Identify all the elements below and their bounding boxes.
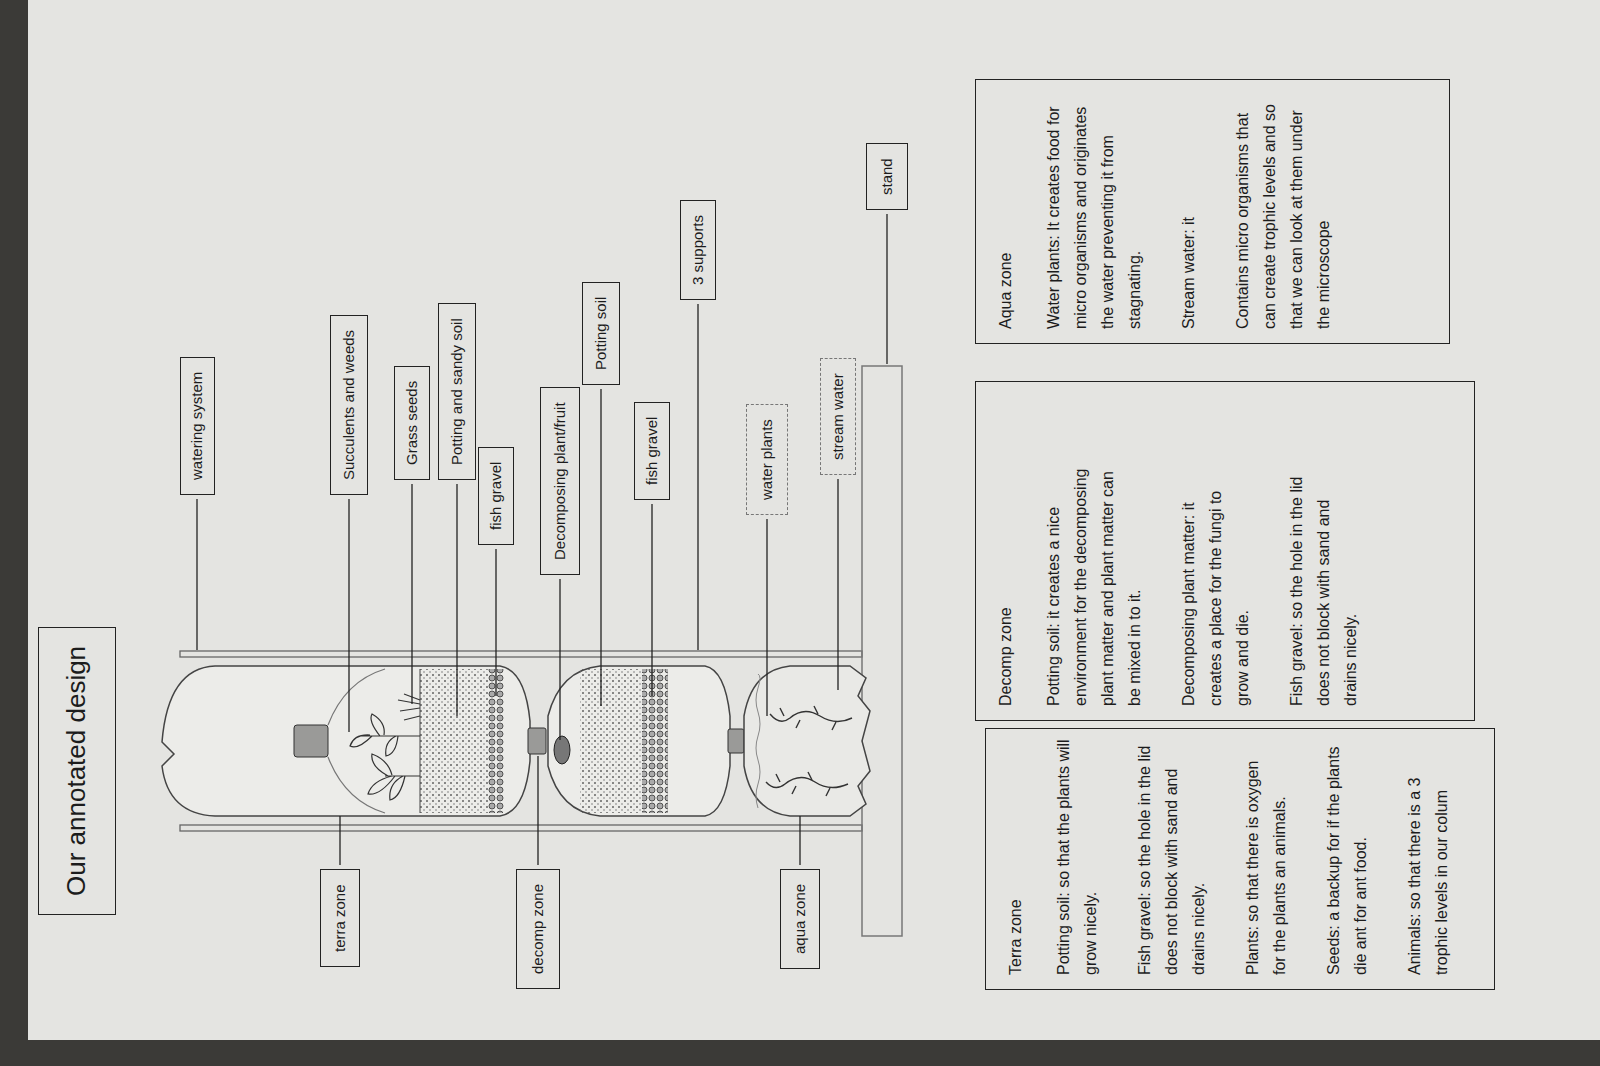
bottle-shoulder bbox=[328, 669, 385, 813]
support-rod bbox=[180, 825, 862, 831]
bottle-cap bbox=[294, 725, 328, 757]
panel-heading: Terra zone bbox=[1002, 739, 1029, 975]
leader-line bbox=[799, 816, 800, 865]
terra-bottle bbox=[162, 666, 530, 816]
zone-panel: Aqua zone Water plants: It creates food f… bbox=[975, 79, 1450, 344]
water-plants bbox=[766, 706, 852, 796]
part-label: decomp zone bbox=[516, 869, 560, 989]
part-label: stand bbox=[866, 143, 908, 210]
label-text: Potting and sandy soil bbox=[439, 318, 474, 465]
panel-paragraph: Stream water: it bbox=[1175, 90, 1202, 329]
part-label: aqua zone bbox=[780, 869, 820, 969]
leader-line bbox=[651, 504, 652, 696]
panel-paragraph: Potting soil: it creates a nice environm… bbox=[1040, 452, 1148, 706]
leader-line bbox=[600, 389, 601, 706]
panel-paragraph: Fish gravel: so the hole in the lid does… bbox=[1131, 739, 1212, 975]
fish-gravel bbox=[642, 669, 668, 813]
bottle-cap bbox=[528, 728, 546, 754]
leader-line bbox=[537, 756, 538, 865]
leader-line bbox=[495, 549, 496, 696]
part-label: Succulents and weeds bbox=[330, 315, 368, 495]
label-text: watering system bbox=[181, 372, 213, 480]
leader-line bbox=[196, 499, 197, 650]
part-label: water plants bbox=[746, 404, 788, 515]
label-text: terra zone bbox=[321, 884, 358, 952]
label-text: decomp zone bbox=[517, 884, 558, 974]
succulent bbox=[368, 754, 420, 800]
zone-panel: Terra zone Potting soil: so that the plan… bbox=[985, 728, 1495, 990]
panel-paragraph: Water plants: It creates food for micro … bbox=[1040, 90, 1148, 329]
grass-seeds bbox=[398, 694, 420, 720]
label-text: fish gravel bbox=[479, 462, 512, 530]
bottle-cap bbox=[728, 729, 744, 753]
leader-line bbox=[348, 499, 349, 732]
label-text: Succulents and weeds bbox=[331, 330, 366, 480]
decomp-bottle bbox=[548, 666, 730, 816]
part-label: watering system bbox=[180, 357, 215, 495]
zone-panel: Decomp zone Potting soil: it creates a ni… bbox=[975, 381, 1475, 721]
label-text: Potting soil bbox=[583, 297, 618, 370]
label-text: Grass seeds bbox=[395, 381, 428, 465]
part-label: Grass seeds bbox=[394, 366, 430, 480]
decomposing-fruit bbox=[554, 736, 570, 764]
leader-line bbox=[339, 816, 340, 865]
part-label: Potting and sandy soil bbox=[438, 303, 476, 480]
support-rod bbox=[180, 651, 862, 657]
aqua-bottle bbox=[744, 666, 870, 816]
panel-paragraph: Fish gravel: so the hole in the lid does… bbox=[1283, 452, 1364, 706]
title-box: Our annotated design bbox=[38, 627, 116, 915]
leader-line bbox=[766, 519, 767, 716]
label-text: aqua zone bbox=[781, 884, 818, 954]
stand-base bbox=[862, 366, 902, 936]
leader-line bbox=[697, 304, 698, 650]
succulents bbox=[350, 694, 420, 800]
part-label: Potting soil bbox=[582, 282, 620, 385]
leader-lines bbox=[197, 214, 887, 865]
part-label: Decomposing plant/fruit bbox=[540, 387, 580, 575]
soil-surface bbox=[420, 669, 421, 813]
water-plant bbox=[780, 706, 836, 730]
potting-soil bbox=[580, 669, 642, 813]
part-label: fish gravel bbox=[478, 447, 514, 545]
leader-line bbox=[411, 484, 412, 704]
part-label: terra zone bbox=[320, 869, 360, 967]
panel-paragraph: Animals: so that there is a 3 trophic le… bbox=[1401, 739, 1455, 975]
label-text: 3 supports bbox=[681, 215, 714, 285]
part-label: 3 supports bbox=[680, 200, 716, 300]
panel-paragraph: Plants: so that there is oxygen for the … bbox=[1239, 739, 1293, 975]
panel-paragraph: Seeds: a backup for if the plants die an… bbox=[1320, 739, 1374, 975]
panel-paragraph: Contains micro organisms that can create… bbox=[1229, 90, 1337, 329]
label-text: water plants bbox=[747, 419, 786, 500]
leader-line bbox=[886, 214, 887, 364]
panel-paragraph: Decomposing plant matter: it creates a p… bbox=[1175, 452, 1256, 706]
part-label: fish gravel bbox=[634, 402, 670, 500]
leader-line bbox=[456, 484, 457, 716]
leader-line bbox=[559, 579, 560, 740]
potting-sandy-soil bbox=[420, 669, 488, 813]
panel-heading: Decomp zone bbox=[992, 452, 1019, 706]
panel-paragraph: Potting soil: so that the plants will gr… bbox=[1050, 739, 1104, 975]
label-text: fish gravel bbox=[635, 417, 668, 485]
leader-line bbox=[837, 479, 838, 690]
water-plant bbox=[776, 772, 830, 796]
label-text: stream water bbox=[821, 373, 854, 460]
water-surface bbox=[756, 674, 760, 808]
label-text: stand bbox=[867, 158, 906, 195]
label-text: Decomposing plant/fruit bbox=[541, 402, 578, 560]
part-label: stream water bbox=[820, 358, 856, 475]
panel-heading: Aqua zone bbox=[992, 90, 1019, 329]
succulent bbox=[350, 714, 420, 756]
